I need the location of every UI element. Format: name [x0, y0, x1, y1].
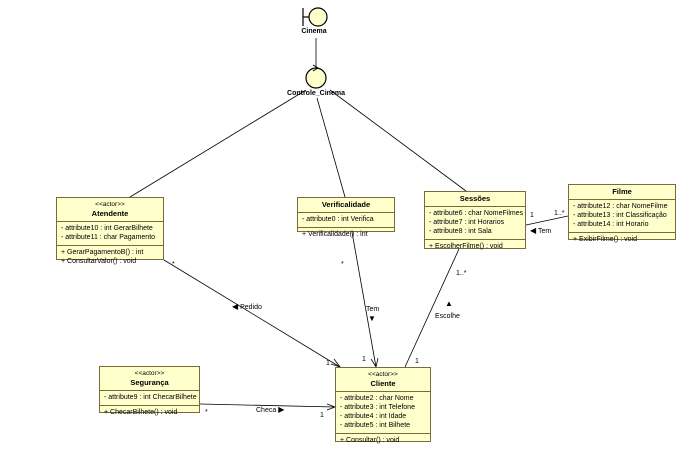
attributes-section: - attribute2 : char Nome - attribute3 : …: [336, 392, 430, 434]
assoc-tem-filme: [525, 215, 569, 226]
class-name: Filme: [612, 187, 632, 196]
boundary-icon: [302, 7, 328, 27]
class-verificalidade[interactable]: Verificalidade - attribute0 : int Verifi…: [297, 197, 395, 238]
class-header: <<actor>> Segurança: [100, 367, 199, 391]
operation-row: + GerarPagamentoB() : int: [61, 249, 144, 256]
boundary-label: Cinema: [301, 28, 327, 35]
stereotype-label: <<actor>>: [134, 370, 165, 377]
assoc-name: Tem: [537, 228, 552, 235]
operation-row: + ExibirFilme() : void: [573, 236, 637, 243]
assoc-pedido: [163, 259, 341, 368]
control-label: Controle_Cinema: [287, 90, 345, 97]
operation-row: + ConsultarValor() : void: [61, 258, 137, 265]
assoc-name: Checa: [256, 407, 277, 414]
multiplicity-label: 1..*: [554, 210, 565, 217]
class-sessoes[interactable]: Sessões - attribute6 : char NomeFilmes -…: [424, 191, 526, 250]
attributes-section: - attribute6 : char NomeFilmes - attribu…: [425, 207, 525, 240]
attribute-row: - attribute8 : int Sala: [429, 228, 492, 235]
operation-row: + EscolherFilme() : void: [429, 243, 503, 250]
attribute-row: - attribute2 : char Nome: [340, 395, 414, 402]
multiplicity-label: *: [341, 261, 344, 268]
attributes-section: - attribute9 : int ChecarBilhete: [100, 391, 199, 406]
attribute-row: - attribute0 : int Verifica: [302, 216, 374, 223]
attribute-row: - attribute10 : int GerarBilhete: [61, 225, 153, 232]
direction-arrow-icon: ◀: [232, 302, 239, 311]
assoc-tem-verificalidade: [351, 231, 377, 368]
operations-section: + ExibirFilme() : void: [569, 233, 675, 247]
operations-section: + ChecarBilhete() : void: [100, 406, 199, 420]
operations-section: + GerarPagamentoB() : int + ConsultarVal…: [57, 246, 163, 269]
attribute-row: - attribute5 : int Bilhete: [340, 422, 411, 429]
multiplicity-label: 1: [415, 358, 419, 365]
assoc-name: Pedido: [240, 304, 262, 311]
multiplicity-label: *: [205, 409, 208, 416]
class-header: Verificalidade: [298, 198, 394, 213]
assoc-label-pedido: ◀ Pedido: [232, 302, 262, 312]
stereotype-label: <<actor>>: [95, 201, 125, 208]
operations-section: + EscolherFilme() : void: [425, 240, 525, 254]
multiplicity-label: *: [172, 261, 175, 268]
multiplicity-label: 1..*: [456, 270, 467, 277]
assoc-label-tem: Tem: [366, 306, 380, 313]
class-atendente[interactable]: <<actor>> Atendente - attribute10 : int …: [56, 197, 164, 265]
link-controle-atendente: [129, 89, 307, 198]
attribute-row: - attribute12 : char NomeFilme: [573, 203, 668, 210]
class-header: Sessões: [425, 192, 525, 207]
operation-row: + Verificalidade() : int: [302, 231, 368, 238]
attributes-section: - attribute12 : char NomeFilme - attribu…: [569, 200, 675, 233]
class-header: <<actor>> Cliente: [336, 368, 430, 392]
class-header: Filme: [569, 185, 675, 200]
direction-arrow-icon: ◀: [530, 226, 537, 235]
attribute-row: - attribute11 : char Pagamento: [61, 234, 156, 241]
attribute-row: - attribute4 : int Idade: [340, 413, 407, 420]
link-controle-verificalidade: [316, 97, 346, 198]
class-name: Segurança: [130, 378, 169, 387]
direction-arrow-icon: ▶: [278, 405, 285, 414]
multiplicity-label: 1: [362, 356, 366, 363]
class-name: Sessões: [459, 194, 491, 203]
assoc-label-tem-filme: ◀ Tem: [530, 226, 551, 236]
assoc-label-escolhe: Escolhe: [435, 313, 460, 320]
class-name: Cliente: [370, 379, 396, 388]
assoc-escolhe: [404, 248, 460, 368]
attributes-section: - attribute0 : int Verifica: [298, 213, 394, 228]
attribute-row: - attribute13 : int Classificação: [573, 212, 667, 219]
operation-row: + Consultar() : void: [340, 437, 400, 444]
operations-section: + Verificalidade() : int: [298, 228, 394, 242]
operations-section: + Consultar() : void: [336, 434, 430, 448]
assoc-label-checa: Checa ▶: [256, 405, 284, 415]
class-seguranca[interactable]: <<actor>> Segurança - attribute9 : int C…: [99, 366, 200, 416]
attribute-row: - attribute14 : int Horario: [573, 221, 649, 228]
arrowhead-pedido: [330, 358, 342, 368]
class-name: Atendente: [91, 209, 129, 218]
attribute-row: - attribute3 : int Telefone: [340, 404, 415, 411]
class-name: Verificalidade: [321, 200, 371, 209]
attribute-row: - attribute9 : int ChecarBilhete: [104, 394, 197, 401]
class-filme[interactable]: Filme - attribute12 : char NomeFilme - a…: [568, 184, 676, 243]
direction-arrow-icon: ▲: [445, 299, 453, 308]
multiplicity-label: 1: [326, 360, 330, 367]
operation-row: + ChecarBilhete() : void: [104, 409, 178, 416]
multiplicity-label: 1: [320, 412, 324, 419]
stereotype-label: <<actor>>: [368, 371, 398, 378]
direction-arrow-icon: ▼: [368, 314, 376, 323]
control-icon: [305, 64, 327, 89]
class-cliente[interactable]: <<actor>> Cliente - attribute2 : char No…: [335, 367, 431, 444]
attribute-row: - attribute7 : int Horarios: [429, 219, 505, 226]
link-controle-sessoes: [329, 89, 467, 192]
assoc-checa: [199, 403, 336, 408]
attribute-row: - attribute6 : char NomeFilmes: [429, 210, 524, 217]
attributes-section: - attribute10 : int GerarBilhete - attri…: [57, 222, 163, 246]
class-header: <<actor>> Atendente: [57, 198, 163, 222]
multiplicity-label: 1: [530, 212, 534, 219]
